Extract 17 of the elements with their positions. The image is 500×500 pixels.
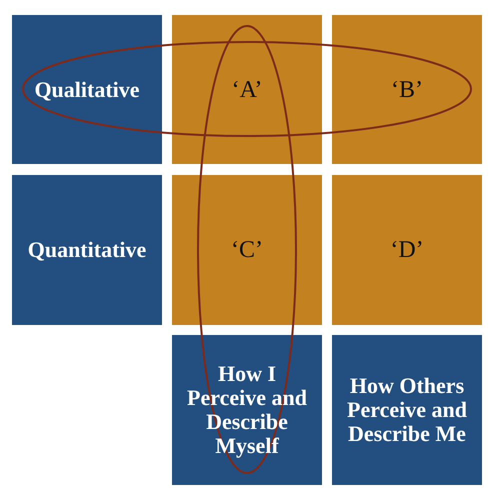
column-header-tile: [332, 335, 482, 485]
matrix-cell: [172, 175, 322, 325]
column-header-label: How I Perceive and Describe Myself: [186, 362, 308, 458]
matrix-cell: [332, 15, 482, 164]
matrix-cell: [172, 15, 322, 164]
row-header-tile: [12, 15, 162, 164]
matrix-cell: [332, 175, 482, 325]
row-header-label: Qualitative: [34, 78, 140, 102]
cell-label: ‘D’: [390, 236, 424, 264]
row-header-tile: [12, 175, 162, 325]
cell-label: ‘B’: [391, 76, 423, 104]
highlight-ellipse: [21, 40, 473, 138]
row-header-label: Quantitative: [28, 238, 146, 262]
cell-label: ‘A’: [232, 76, 262, 104]
cell-label: ‘C’: [231, 236, 263, 264]
column-header-label: How Others Perceive and Describe Me: [346, 374, 468, 446]
column-header-tile: [172, 335, 322, 485]
